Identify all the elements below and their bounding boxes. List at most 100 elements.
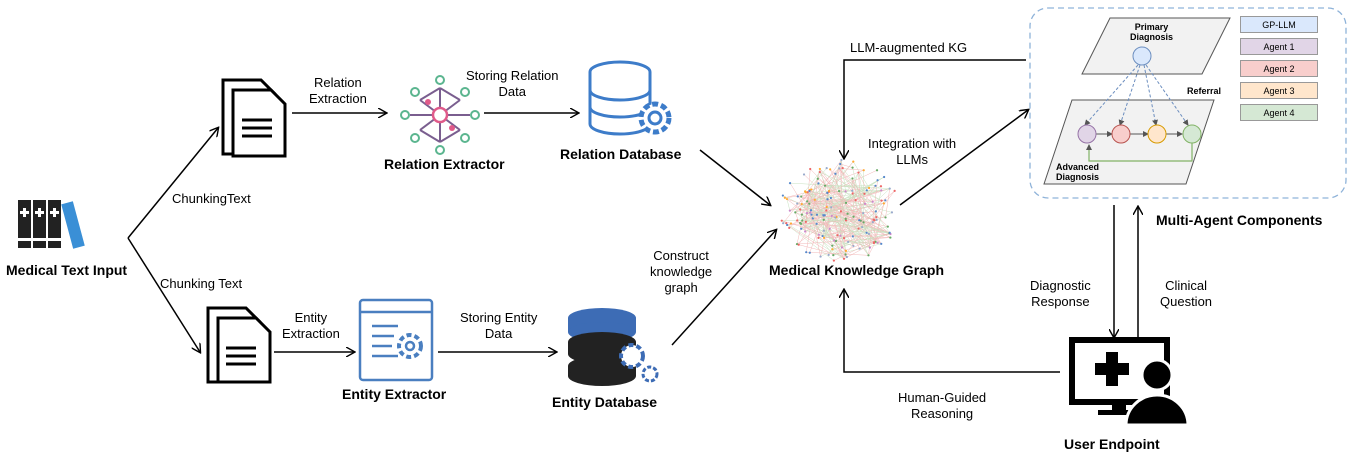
node-entity-extractor: Entity Extractor [342, 386, 447, 402]
kg-node [889, 236, 892, 239]
kg-node [808, 251, 811, 254]
kg-edge [823, 219, 890, 234]
node-knowledge-graph: Medical Knowledge Graph [769, 262, 945, 278]
kg-node [808, 202, 811, 205]
kg-edge [831, 190, 882, 208]
kg-node [800, 213, 803, 216]
kg-edge [807, 190, 840, 202]
kg-node [794, 211, 797, 214]
kg-node [832, 254, 835, 257]
kg-edge [885, 188, 890, 218]
kg-node [803, 190, 807, 193]
kg-node [795, 242, 799, 246]
kg-edge [819, 171, 876, 242]
kg-node [806, 200, 809, 203]
kg-node [847, 240, 850, 243]
books-icon [17, 200, 85, 249]
kg-node [834, 172, 837, 175]
kg-node [833, 239, 836, 242]
kg-edge [812, 218, 825, 238]
kg-node [865, 231, 868, 234]
kg-node [846, 212, 849, 215]
multi-agent-panel [1029, 7, 1347, 199]
kg-node [815, 213, 819, 216]
kg-node [800, 195, 803, 198]
kg-node [871, 200, 874, 203]
kg-edge [827, 192, 854, 237]
kg-edge [798, 244, 847, 258]
kg-edge [834, 217, 854, 247]
kg-edge [825, 185, 870, 189]
kg-edge [817, 178, 891, 235]
kg-node [830, 206, 833, 209]
kg-node [785, 222, 788, 225]
kg-edge [805, 200, 882, 232]
kg-node [788, 226, 791, 229]
kg-node [805, 251, 808, 254]
node-medical-text-input: Medical Text Input [6, 262, 128, 278]
kg-edge [835, 173, 882, 201]
kg-node [783, 196, 786, 199]
kg-node [822, 236, 826, 239]
kg-edge [868, 241, 876, 256]
kg-node [809, 167, 812, 171]
kg-node [852, 244, 855, 248]
kg-node [839, 234, 842, 237]
kg-node [844, 219, 848, 222]
kg-node [842, 236, 846, 240]
kg-node [867, 186, 871, 190]
kg-node [857, 171, 860, 174]
kg-node [840, 246, 844, 249]
kg-node [782, 222, 785, 225]
kg-node [831, 244, 834, 247]
kg-edge [874, 190, 882, 221]
kg-edge [843, 211, 876, 239]
kg-edge [840, 235, 891, 238]
kg-node [872, 241, 876, 244]
kg-node [875, 169, 879, 172]
kg-node [781, 194, 784, 197]
kg-node [805, 212, 809, 215]
kg-node [857, 227, 860, 230]
node-multi-agent: Multi-Agent Components [1156, 212, 1323, 228]
kg-node [826, 191, 829, 194]
kg-node [844, 249, 848, 252]
kg-node [799, 222, 803, 225]
kg-node [837, 190, 841, 193]
kg-node [828, 227, 831, 230]
kg-node [879, 185, 883, 188]
kg-edge [812, 218, 874, 244]
panel-referral: Referral [1187, 86, 1222, 96]
kg-node [832, 259, 835, 262]
kg-node [821, 234, 824, 238]
kg-node [880, 199, 883, 202]
kg-edge [818, 183, 873, 202]
kg-node [788, 209, 791, 212]
kg-node [851, 235, 854, 238]
knowledge-graph-visual [780, 158, 896, 262]
kg-node [862, 221, 865, 224]
kg-node [785, 197, 789, 201]
kg-edge [822, 218, 846, 237]
kg-node [876, 241, 879, 244]
kg-node [819, 255, 822, 258]
node-entity-database: Entity Database [552, 394, 658, 410]
kg-node [836, 234, 839, 237]
kg-edge [839, 168, 877, 218]
kg-edge [806, 251, 869, 256]
kg-node [796, 219, 799, 222]
kg-edge [823, 230, 890, 233]
kg-node [851, 189, 854, 192]
kg-edge [801, 171, 820, 197]
kg-node [839, 162, 842, 166]
kg-edge [840, 163, 853, 168]
kg-edge [819, 171, 882, 244]
kg-node [874, 184, 877, 187]
kg-edge [787, 217, 886, 226]
kg-edge [816, 201, 873, 216]
